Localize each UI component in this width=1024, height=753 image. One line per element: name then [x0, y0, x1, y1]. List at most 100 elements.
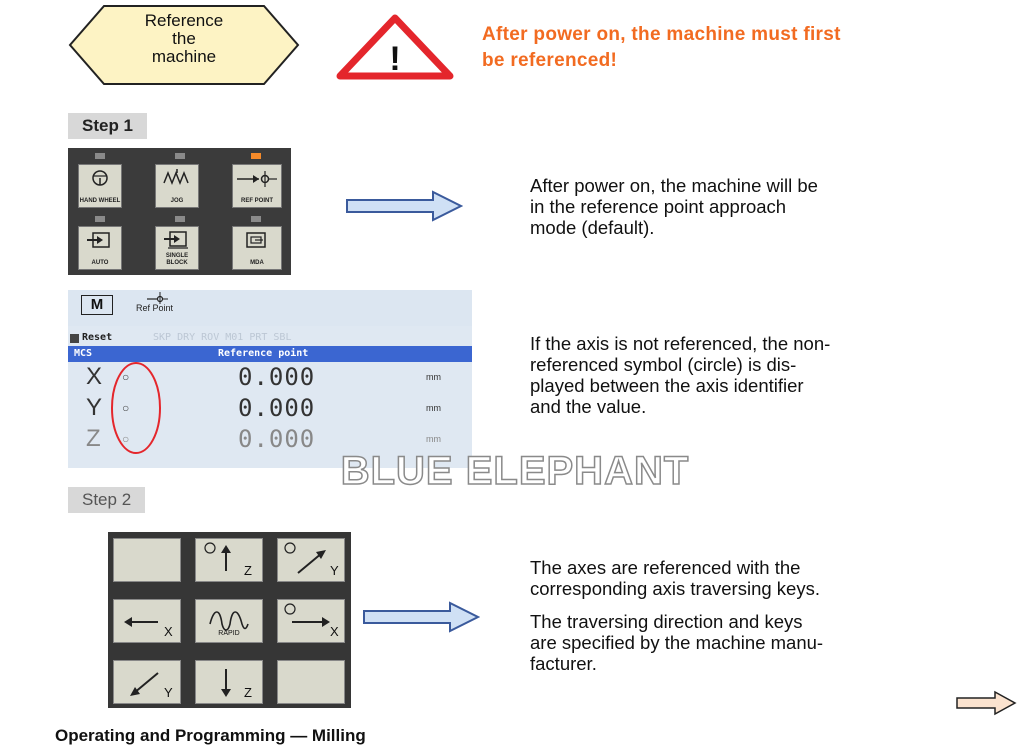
mode-led — [95, 153, 105, 159]
description-line: and the value. — [530, 396, 647, 417]
arrow-left-icon — [124, 617, 158, 627]
traversing-key-panel: Z Y X RAPID X Y — [108, 532, 351, 708]
description-line: corresponding axis traversing keys. — [530, 578, 820, 599]
y-plus-key[interactable]: Y — [277, 538, 345, 582]
rapid-label: RAPID — [218, 630, 240, 637]
blank-key[interactable] — [113, 538, 181, 582]
column-title: Reference point — [218, 348, 309, 359]
hmi-description: If the axis is not referenced, the non- … — [530, 333, 1010, 417]
description-line: The traversing direction and keys — [530, 611, 803, 632]
watermark-text: BLUE ELEPHANT — [341, 449, 690, 493]
description-line: in the reference point approach — [530, 196, 787, 217]
axis-letter: X — [330, 624, 339, 639]
mode-key-label: MDA — [250, 260, 264, 266]
axis-unit: mm — [426, 403, 441, 413]
arrow-right-icon — [363, 601, 480, 633]
ref-point-mode-key[interactable]: REF POINT — [232, 164, 282, 208]
not-referenced-icon: ○ — [122, 401, 130, 415]
hexagon-label-line: the — [172, 29, 196, 48]
description-line: mode (default). — [530, 217, 655, 238]
ref-point-icon — [147, 292, 168, 304]
jog-mode-key[interactable]: JOG — [155, 164, 199, 208]
channel-status-row: Reset SKP DRY ROV M01 PRT SBL — [68, 332, 472, 346]
handwheel-icon — [92, 170, 108, 186]
axis-value: 0.000 — [238, 394, 316, 422]
arrow-down-icon — [221, 669, 231, 697]
step-1-description: After power on, the machine will be in t… — [530, 175, 1000, 238]
program-control-indicators: SKP DRY ROV M01 PRT SBL — [153, 332, 292, 343]
warning-triangle-icon: ! — [336, 14, 454, 80]
mode-led — [175, 216, 185, 222]
z-minus-key[interactable]: Z — [195, 660, 263, 704]
description-line: The axes are referenced with the — [530, 557, 801, 578]
axis-name: X — [86, 363, 103, 390]
reference-hexagon — [68, 5, 300, 85]
x-minus-key[interactable]: X — [113, 599, 181, 643]
machine-mode-icon: M — [81, 295, 113, 315]
arrow-down-left-icon — [130, 672, 159, 696]
description-line: are specified by the machine manu- — [530, 632, 824, 653]
mode-key-label: AUTO — [91, 260, 109, 266]
axis-letter: Z — [244, 563, 252, 578]
warning-message: After power on, the machine must first b… — [482, 22, 1022, 74]
auto-mode-key[interactable]: AUTO — [78, 226, 122, 270]
next-page-arrow-icon[interactable] — [955, 690, 1017, 716]
axis-letter: Y — [164, 685, 173, 700]
axis-letter: Y — [330, 563, 339, 578]
handwheel-mode-key[interactable]: HAND WHEEL — [78, 164, 122, 208]
hexagon-label-line: machine — [151, 47, 217, 66]
mode-led — [95, 216, 105, 222]
hmi-status-bar: M Ref Point — [68, 290, 472, 326]
mode-key-panel: HAND WHEEL JOG REF POINT AUTO — [68, 148, 291, 275]
rapid-icon — [209, 611, 249, 631]
axis-letter: Z — [244, 685, 252, 700]
mode-led — [175, 153, 185, 159]
mode-led — [251, 216, 261, 222]
ref-point-icon — [237, 171, 277, 187]
axis-row-y: Y ○ 0.000 mm — [68, 393, 472, 423]
description-line: referenced symbol (circle) is dis- — [530, 354, 797, 375]
hexagon-label: Reference the machine — [68, 12, 300, 66]
axis-unit: mm — [426, 372, 441, 382]
ref-point-label: Ref Point — [136, 303, 174, 313]
x-plus-key[interactable]: X — [277, 599, 345, 643]
axis-value: 0.000 — [238, 425, 316, 453]
axis-value: 0.000 — [238, 363, 316, 391]
mode-key-label: SINGLE BLOCK — [165, 253, 189, 266]
warning-line: After power on, the machine must first — [482, 24, 841, 45]
axis-name: Y — [86, 394, 103, 421]
page-footer: Operating and Programming — Milling — [55, 726, 366, 745]
description-line: facturer. — [530, 653, 597, 674]
y-minus-key[interactable]: Y — [113, 660, 181, 704]
auto-icon — [87, 232, 110, 248]
hexagon-label-line: Reference — [144, 11, 224, 30]
rapid-key[interactable]: RAPID — [195, 599, 263, 643]
position-header: MCS Reference point — [68, 346, 472, 362]
axis-name: Z — [86, 425, 101, 452]
axis-unit: mm — [426, 434, 441, 444]
warning-symbol: ! — [389, 40, 400, 78]
z-plus-key[interactable]: Z — [195, 538, 263, 582]
mda-mode-key[interactable]: MDA — [232, 226, 282, 270]
coordinate-system-label: MCS — [74, 348, 93, 359]
arrow-right-icon — [284, 603, 330, 627]
axis-letter: X — [164, 624, 173, 639]
step-2-label: Step 2 — [68, 487, 146, 513]
mode-key-label: HAND WHEEL — [79, 198, 121, 204]
description-line: After power on, the machine will be — [530, 175, 818, 196]
single-block-mode-key[interactable]: SINGLE BLOCK — [155, 226, 199, 270]
hmi-screen: M Ref Point Reset SKP DRY ROV M01 PRT SB… — [68, 290, 472, 468]
warning-line: be referenced! — [482, 50, 618, 71]
blank-key[interactable] — [277, 660, 345, 704]
mode-key-label: REF POINT — [240, 198, 273, 204]
step-2-description: The axes are referenced with the corresp… — [530, 557, 1010, 674]
arrow-up-icon — [204, 542, 231, 571]
jog-icon — [163, 169, 189, 186]
arrow-up-right-icon — [284, 542, 326, 574]
not-referenced-icon: ○ — [122, 370, 130, 384]
mda-icon — [246, 232, 266, 248]
not-referenced-icon: ○ — [122, 432, 130, 446]
step-1-label: Step 1 — [68, 113, 148, 139]
reset-status-icon — [70, 334, 79, 343]
single-block-icon — [164, 231, 188, 249]
